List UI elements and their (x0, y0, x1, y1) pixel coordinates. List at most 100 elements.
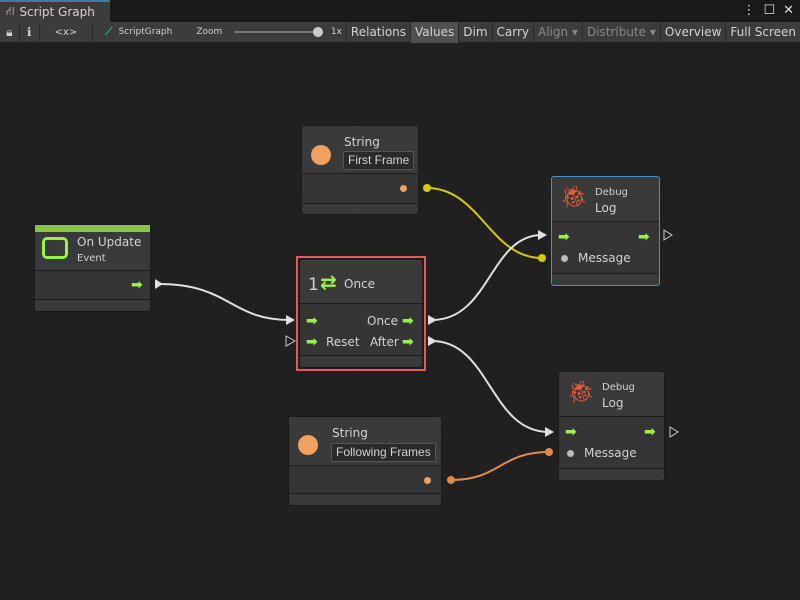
close-icon[interactable]: ✕ (783, 3, 794, 18)
dim-button[interactable]: Dim (459, 21, 493, 43)
variables-button[interactable]: <x> (40, 21, 93, 43)
flow-port-icon[interactable] (155, 279, 163, 289)
flow-port-icon[interactable] (669, 426, 679, 438)
wire-string1-debug1[interactable] (426, 187, 543, 259)
flow-port-icon[interactable] (545, 427, 554, 437)
wire-end-dot (447, 476, 455, 484)
event-accent-bar (35, 225, 150, 232)
zoom-value: 1x (330, 27, 342, 37)
node-header (302, 126, 418, 174)
flow-port-icon[interactable] (663, 229, 673, 241)
once-cycle-icon: ⇄ (320, 270, 337, 294)
node-title: On Update (77, 235, 142, 249)
wire-end-dot (538, 254, 546, 262)
message-label: Message (578, 251, 631, 265)
node-category: Debug (595, 187, 628, 198)
output-once-label: Once (367, 314, 399, 328)
flow-input-icon[interactable]: ➡ (565, 424, 577, 440)
graph-icon: ⟋ (104, 25, 113, 38)
flow-input-icon[interactable]: ➡ (306, 313, 318, 329)
graph-name[interactable]: ScriptGraph (118, 27, 173, 37)
wire-update-once[interactable] (158, 283, 291, 321)
node-body (302, 174, 418, 204)
node-body (559, 417, 664, 469)
reset-input-icon[interactable]: ➡ (306, 334, 318, 350)
on-update-node[interactable]: On Update Event ➡ (34, 224, 151, 312)
string-type-icon (311, 145, 331, 165)
once-node[interactable]: 1 ⇄ Once ➡ Once ➡ ➡ Reset After ➡ (299, 259, 423, 368)
reset-label: Reset (326, 335, 360, 349)
info-icon[interactable]: ℹ (20, 21, 40, 43)
node-header (559, 372, 664, 417)
string-type-icon (298, 435, 318, 455)
wire-end-dot (423, 184, 431, 192)
flow-port-icon[interactable] (428, 336, 437, 346)
flow-output-icon[interactable]: ➡ (644, 424, 656, 440)
hierarchy-icon: ⛙ (6, 4, 15, 18)
wire-end-dot (545, 448, 553, 456)
toolbar: 🔒︎ ℹ <x> ⟋ ScriptGraph Zoom 1x Relations… (0, 21, 800, 43)
node-title: String (332, 426, 368, 440)
message-label: Message (584, 446, 637, 460)
zoom-label: Zoom (196, 27, 223, 37)
kebab-icon[interactable]: ⋮ (742, 3, 756, 18)
wire-string2-debug2[interactable] (450, 451, 550, 481)
flow-output-icon[interactable]: ➡ (638, 229, 650, 245)
flow-output-icon[interactable]: ➡ (131, 277, 143, 293)
flow-input-icon[interactable]: ➡ (558, 229, 570, 245)
bug-icon: 🐞︎ (567, 380, 595, 405)
relations-button[interactable]: Relations (347, 21, 412, 43)
flow-output-once-icon[interactable]: ➡ (402, 313, 414, 329)
carry-button[interactable]: Carry (493, 21, 535, 43)
flow-output-after-icon[interactable]: ➡ (402, 334, 414, 350)
tab-bar: ⛙ Script Graph ⋮ ☐ ✕ (0, 0, 800, 22)
once-count: 1 (308, 275, 319, 295)
message-port[interactable] (567, 450, 574, 457)
output-after-label: After (370, 335, 399, 349)
align-dropdown[interactable]: Align ▾ (534, 21, 583, 43)
flow-port-icon[interactable] (428, 315, 437, 325)
flow-port-icon[interactable] (286, 315, 295, 325)
debug-log-node-1[interactable]: 🐞︎ Debug Log ➡ ➡ Message (551, 176, 660, 286)
string-value-field[interactable]: Following Frames (331, 443, 436, 462)
node-header (35, 232, 150, 271)
overview-button[interactable]: Overview (661, 21, 727, 43)
node-title: Log (602, 396, 624, 410)
string-output-port[interactable] (400, 185, 407, 192)
fullscreen-button[interactable]: Full Screen (730, 25, 796, 39)
string-node-first-frame[interactable]: String First Frame (301, 125, 419, 215)
node-title: String (344, 135, 380, 149)
node-subtitle: Event (77, 253, 106, 264)
debug-log-node-2[interactable]: 🐞︎ Debug Log ➡ ➡ Message (558, 371, 665, 481)
string-output-port[interactable] (424, 477, 431, 484)
flow-port-icon[interactable] (538, 230, 547, 240)
message-port[interactable] (561, 255, 568, 262)
selection-highlight (296, 256, 426, 371)
tab-title: Script Graph (19, 5, 95, 19)
wire-once-debug1[interactable] (431, 234, 543, 321)
node-body (552, 222, 659, 274)
bug-icon: 🐞︎ (560, 185, 588, 210)
node-title: Once (344, 277, 376, 291)
distribute-dropdown[interactable]: Distribute ▾ (583, 21, 661, 43)
node-body (35, 271, 150, 300)
node-header (552, 177, 659, 222)
lock-icon[interactable]: 🔒︎ (0, 21, 20, 43)
node-header (300, 260, 422, 304)
wire-after-debug2[interactable] (431, 340, 550, 433)
values-button[interactable]: Values (411, 21, 460, 43)
node-title: Log (595, 201, 617, 215)
graph-breadcrumb: ⟋ ScriptGraph Zoom 1x (93, 21, 347, 43)
maximize-icon[interactable]: ☐ (763, 3, 776, 18)
string-node-following-frames[interactable]: String Following Frames (288, 416, 442, 506)
tab-script-graph[interactable]: ⛙ Script Graph (0, 0, 110, 22)
string-value-field[interactable]: First Frame (343, 151, 415, 170)
loop-icon (42, 237, 68, 259)
flow-port-icon[interactable] (285, 335, 297, 347)
node-header (289, 417, 441, 466)
node-body (289, 466, 441, 494)
node-category: Debug (602, 382, 635, 393)
zoom-slider[interactable] (234, 27, 323, 37)
node-body (300, 304, 422, 356)
